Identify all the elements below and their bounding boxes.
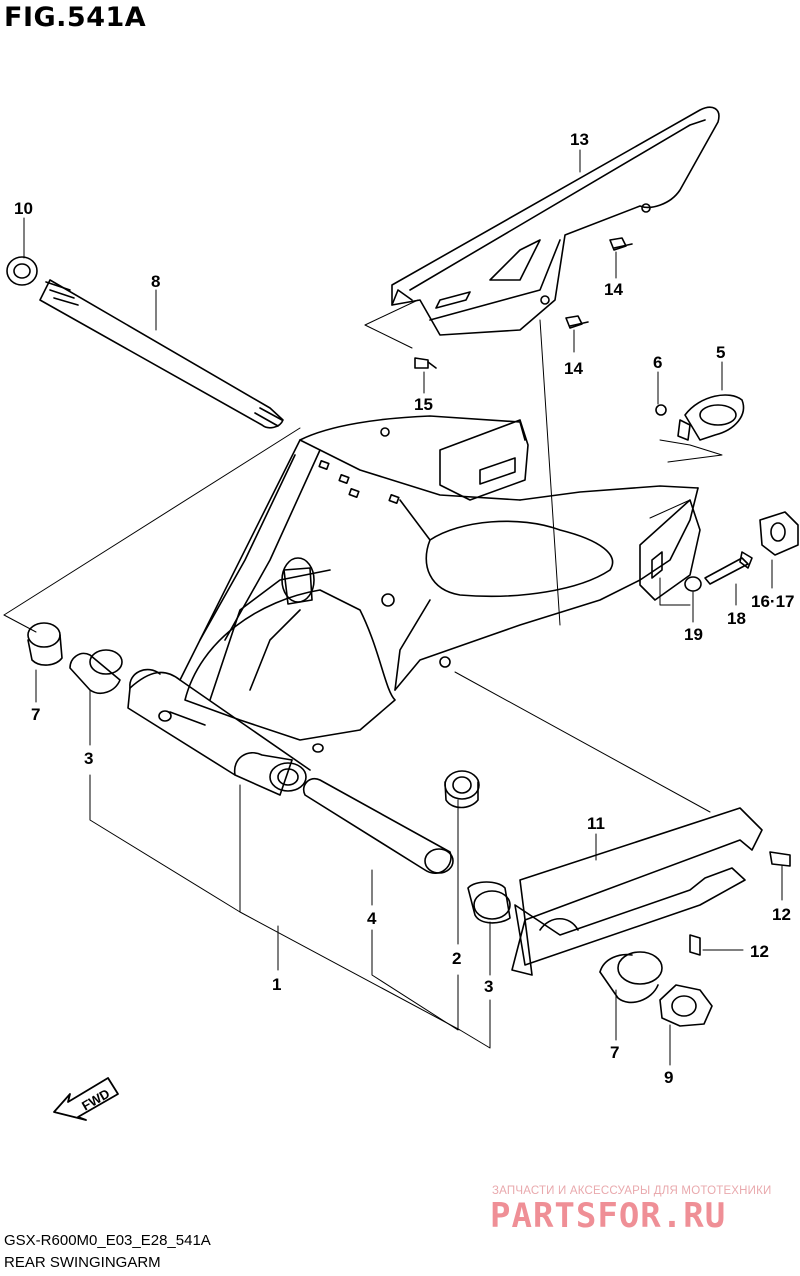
callout-12-front: 12	[750, 942, 769, 961]
pivot-shaft-part[interactable]	[39, 279, 284, 429]
callout-15: 15	[414, 395, 433, 414]
adjuster-block-part[interactable]	[759, 511, 799, 556]
figure-name: REAR SWINGINGARM	[4, 1254, 161, 1271]
watermark-tagline: ЗАПЧАСТИ И АКСЕССУАРЫ ДЛЯ МОТОТЕХНИКИ	[492, 1185, 772, 1197]
leader-lines	[3, 149, 783, 1066]
chain-cover-part[interactable]	[391, 106, 720, 336]
callout-3-right: 3	[484, 977, 493, 996]
spacer-part[interactable]	[302, 777, 454, 875]
callout-12-rear: 12	[772, 905, 791, 924]
figure-title: FIG.541A	[4, 2, 147, 33]
swingarm-part[interactable]	[127, 415, 701, 796]
callout-8: 8	[151, 272, 160, 291]
bolt-cover-lower-part[interactable]	[565, 315, 589, 329]
callout-labels: 10 8 13 14 14 15 6 5 16·17 18 19 7 3 11 …	[14, 130, 794, 1087]
screw-bracket-part[interactable]	[655, 404, 667, 416]
bolt-cover-front-part[interactable]	[414, 357, 437, 369]
callout-14-lower: 14	[564, 359, 583, 378]
callout-10: 10	[14, 199, 33, 218]
callout-3-left: 3	[84, 749, 93, 768]
pivot-nut-part[interactable]	[6, 256, 38, 286]
adjuster-bolt-part[interactable]	[704, 551, 753, 585]
callout-14-upper: 14	[604, 280, 623, 299]
callout-19: 19	[684, 625, 703, 644]
collar-right-part[interactable]	[599, 951, 663, 1004]
callout-16-17: 16·17	[751, 592, 794, 611]
forward-arrow-label: FWD	[79, 1086, 112, 1114]
callout-6: 6	[653, 353, 662, 372]
callout-7-right: 7	[610, 1043, 619, 1062]
needle-bearing-part[interactable]	[444, 770, 480, 809]
washer-part[interactable]	[684, 576, 702, 592]
callout-1: 1	[272, 975, 281, 994]
bolt-slider-rear-part[interactable]	[769, 851, 791, 867]
callout-13: 13	[570, 130, 589, 149]
pivot-nut-right-part[interactable]	[659, 984, 713, 1027]
watermark-brand: PARTSFOR.RU	[490, 1196, 727, 1236]
callout-4: 4	[367, 909, 377, 928]
bolt-slider-front-part[interactable]	[689, 934, 701, 956]
bolt-cover-upper-part[interactable]	[609, 237, 633, 251]
callout-5: 5	[716, 343, 725, 362]
bearing-left-part[interactable]	[69, 649, 123, 694]
callout-9: 9	[664, 1068, 673, 1087]
bracket-part[interactable]	[677, 394, 745, 441]
callout-7-left: 7	[31, 705, 40, 724]
bearing-right-part[interactable]	[467, 881, 511, 924]
figure-code: GSX-R600M0_E03_E28_541A	[4, 1232, 211, 1249]
chain-slider-part[interactable]	[511, 807, 763, 976]
callout-11: 11	[587, 814, 605, 833]
callout-2: 2	[452, 949, 461, 968]
collar-left-part[interactable]	[27, 622, 63, 666]
forward-arrow-icon: FWD	[53, 1077, 119, 1121]
callout-18: 18	[727, 609, 746, 628]
